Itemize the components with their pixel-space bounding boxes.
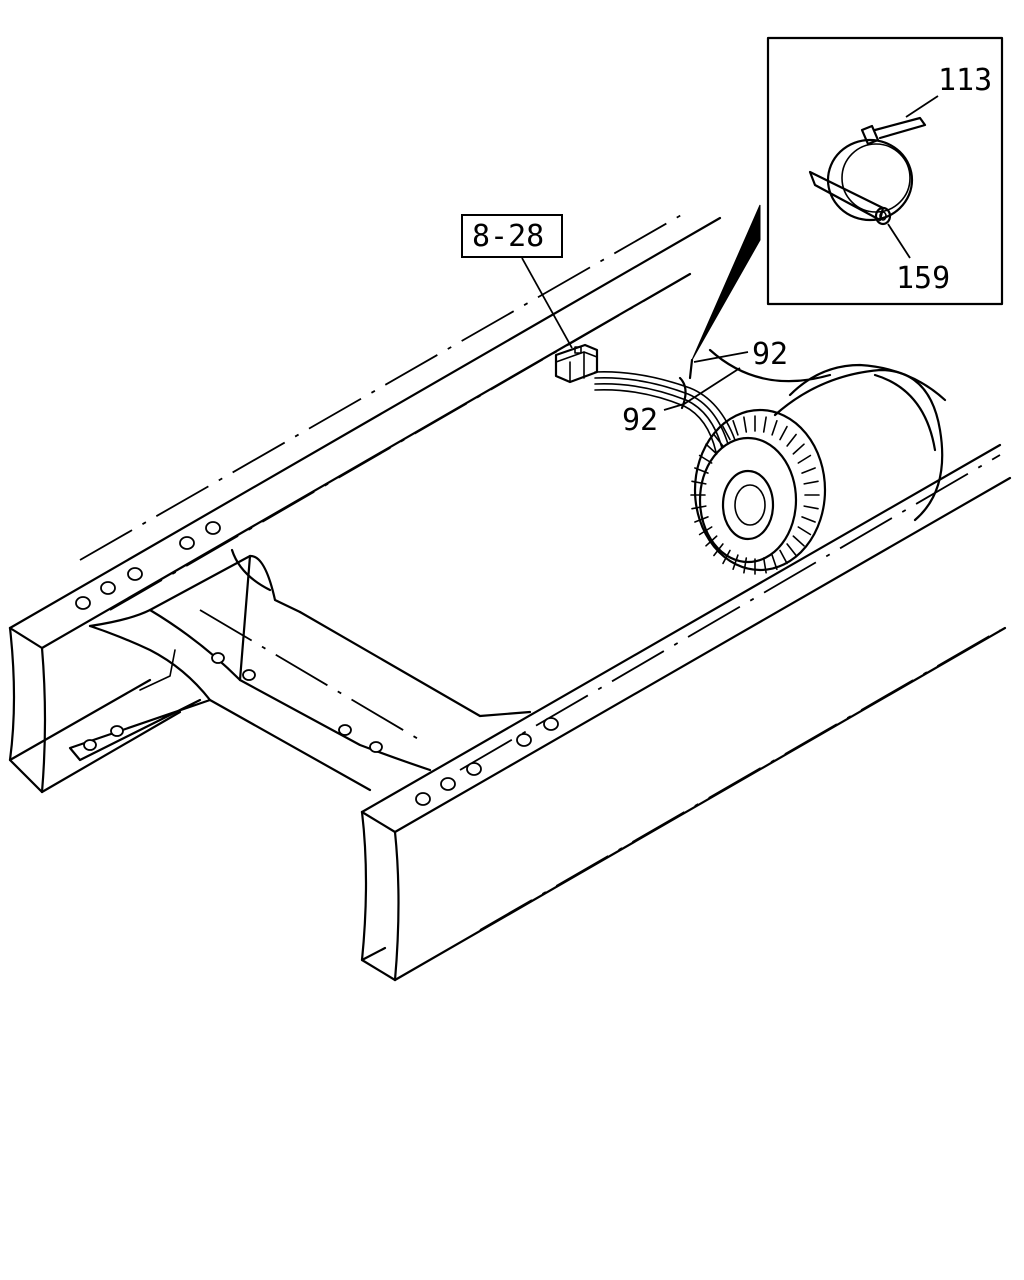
tone-ring-tooth [801,467,816,474]
tone-ring-tooth [698,526,713,536]
tone-ring-tooth [694,467,709,474]
tone-ring-tooth [732,554,739,571]
brake-drum [708,348,947,522]
right-frame-rail [360,443,1012,982]
tone-ring-tooth [771,419,778,436]
tone-ring-tooth [691,505,707,510]
tone-ring-tooth [803,480,819,485]
tone-ring-tooth [705,443,718,455]
tone-ring-tooth [797,526,812,536]
tone-ring-tooth [801,516,816,523]
rail-holes [75,521,559,806]
left-frame-rail [8,209,722,794]
callout-92-lower: 92 [622,403,658,438]
tone-ring-tooth [705,535,718,547]
detail-pointer [691,204,761,361]
tone-ring-tooth [722,549,731,565]
callout-159: 159 [896,261,950,296]
tone-ring-tooth [694,516,709,523]
tone-ring-tooth [743,416,748,433]
wire-harness [594,358,736,453]
inset-detail [766,36,1004,306]
tone-ring-tooth [786,433,797,447]
tone-ring-tooth [779,425,788,441]
callout-113: 113 [938,63,992,98]
tone-ring-tooth [713,543,724,557]
leader-lines [521,95,939,411]
tone-ring-tooth [792,443,805,455]
callout-92-upper: 92 [752,337,788,372]
tone-ring-tooth [792,535,805,547]
ref-box-label: 8-28 [472,219,544,254]
tone-ring-tooth [722,425,731,441]
tone-ring-tooth [691,480,707,485]
tone-ring-tooth [779,549,788,565]
tone-ring-tooth [698,454,713,464]
tone-ring-tooth [803,505,819,510]
tone-ring-tooth [743,557,748,574]
tone-ring-tooth [762,416,767,433]
tone-ring-tooth [797,454,812,464]
tone-ring-tooth [771,554,778,571]
abs-sensor-ring [690,408,827,575]
tone-ring-tooth [762,557,767,574]
tone-ring-tooth [732,419,739,436]
connector [554,343,599,384]
ref-box-frame [461,214,563,258]
crossmember [68,548,532,792]
tone-ring-tooth [786,543,797,557]
